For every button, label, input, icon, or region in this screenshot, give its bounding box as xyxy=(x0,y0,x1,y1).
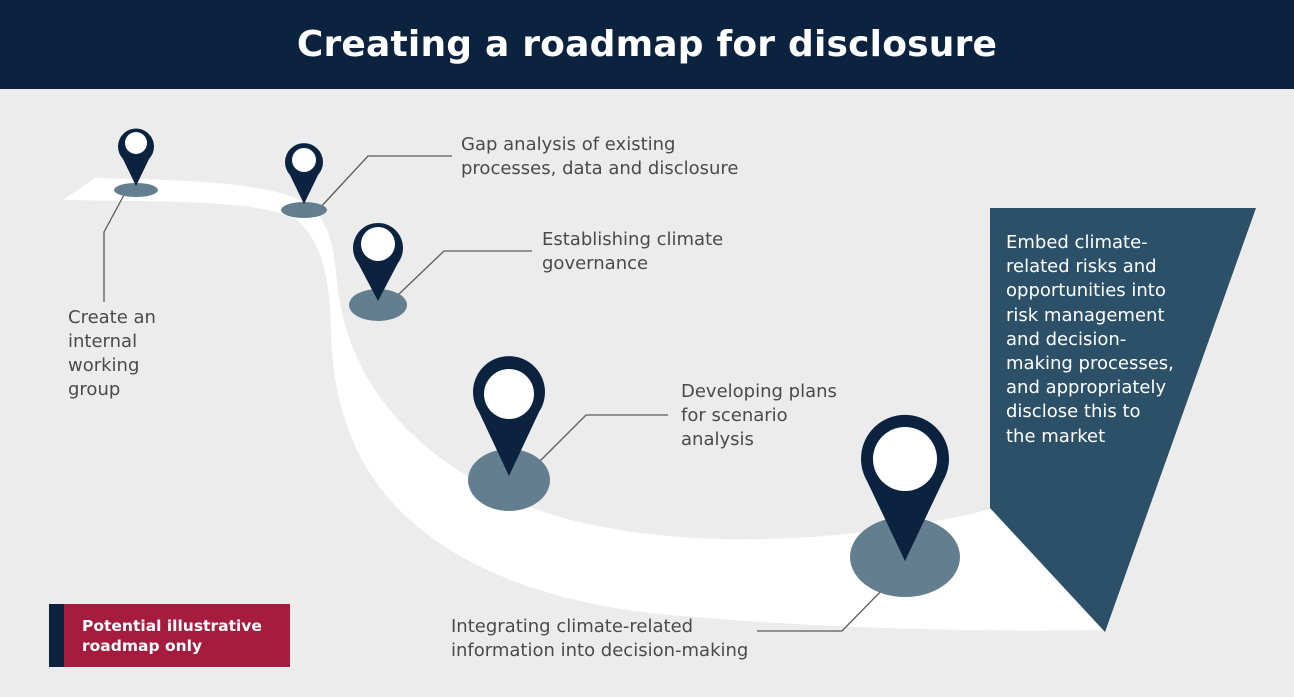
step-label-line: processes, data and disclosure xyxy=(461,158,739,179)
step-label-line: for scenario xyxy=(681,405,788,426)
step-label-line: governance xyxy=(542,253,649,274)
final-step-line: the market xyxy=(1006,425,1106,447)
step-label-gap-analysis: Gap analysis of existing processes, data… xyxy=(461,133,739,181)
connector-line-2 xyxy=(317,155,452,211)
step-label-scenario-analysis: Developing plans for scenario analysis xyxy=(681,380,837,452)
location-pin-icon xyxy=(468,356,550,511)
step-label-line: group xyxy=(68,379,121,400)
final-step-line: and appropriately xyxy=(1006,377,1167,399)
step-label-create-working-group: Create an internal working group xyxy=(68,306,156,402)
location-pin-icon xyxy=(850,414,960,597)
step-label-line: Developing plans xyxy=(681,381,837,402)
step-label-line: Establishing climate xyxy=(542,229,724,250)
final-step-line: risk management xyxy=(1006,304,1165,326)
badge-line: Potential illustrative xyxy=(82,616,262,635)
badge-stripe xyxy=(49,604,64,667)
final-step-line: making processes, xyxy=(1006,353,1174,375)
step-label-line: information into decision-making xyxy=(451,640,749,661)
connector-line-1 xyxy=(103,194,125,302)
final-step-line: and decision- xyxy=(1006,328,1127,350)
step-label-line: internal xyxy=(68,331,138,352)
badge-text: Potential illustrative roadmap only xyxy=(82,616,262,656)
badge-line: roadmap only xyxy=(82,636,203,655)
roadmap-diagram xyxy=(63,128,1256,632)
road-path xyxy=(63,178,1105,631)
step-label-line: Create an xyxy=(68,307,156,328)
final-step-line: Embed climate- xyxy=(1006,232,1148,253)
final-step-block xyxy=(990,208,1256,632)
step-label-climate-governance: Establishing climate governance xyxy=(542,228,723,276)
final-step-line: disclose this to xyxy=(1006,401,1141,423)
page-title: Creating a roadmap for disclosure xyxy=(296,24,998,65)
connector-line-5 xyxy=(757,581,891,632)
step-label-line: working xyxy=(68,355,140,376)
header-bar: Creating a roadmap for disclosure xyxy=(0,0,1294,89)
step-label-line: Integrating climate-related xyxy=(451,616,694,637)
location-pin-icon xyxy=(281,143,327,218)
connector-line-4 xyxy=(537,414,668,464)
step-label-line: Gap analysis of existing xyxy=(461,134,676,155)
final-step-text: Embed climate- related risks and opportu… xyxy=(1006,231,1196,449)
final-step-line: opportunities into xyxy=(1006,280,1166,302)
location-pin-icon xyxy=(349,222,407,321)
location-pin-icon xyxy=(114,128,158,197)
final-step-line: related risks and xyxy=(1006,256,1157,278)
step-label-decision-making: Integrating climate-related information … xyxy=(451,615,748,663)
step-label-line: analysis xyxy=(681,429,754,450)
disclaimer-badge: Potential illustrative roadmap only xyxy=(49,604,290,667)
connector-line-3 xyxy=(397,250,532,296)
